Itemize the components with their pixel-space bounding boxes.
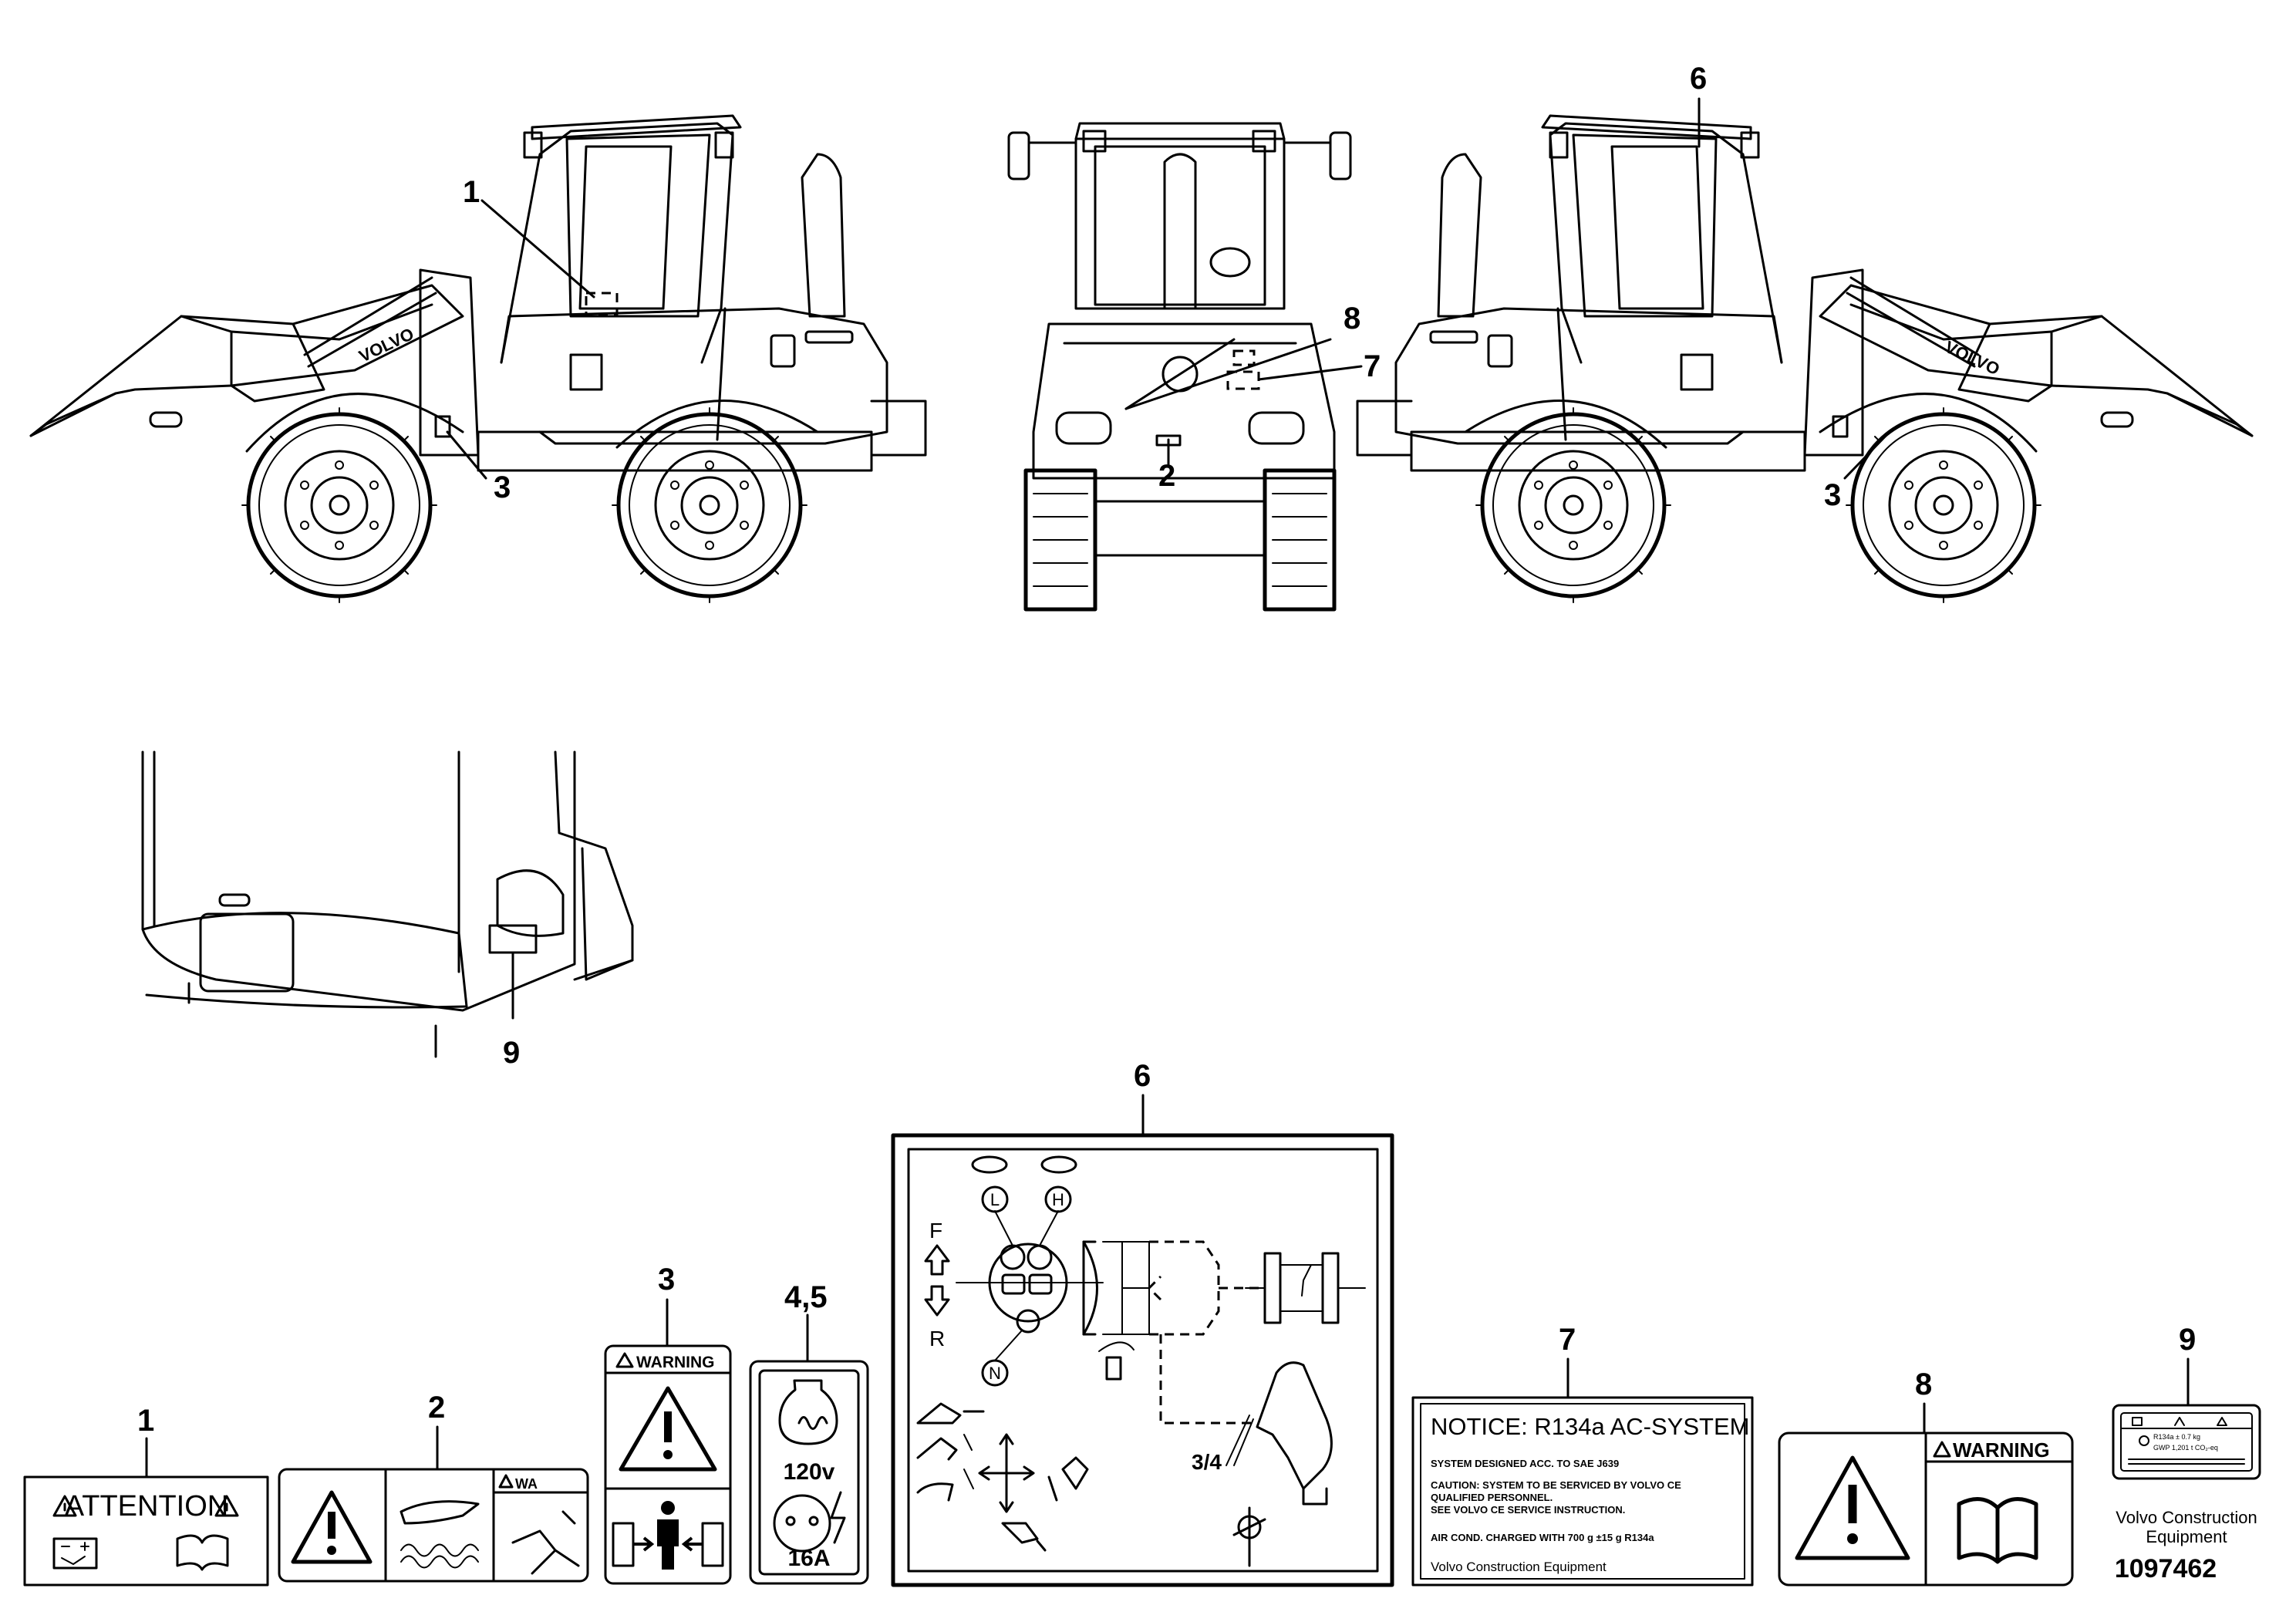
decal-3-header: WARNING bbox=[636, 1354, 715, 1371]
decal-8-header: WARNING bbox=[1953, 1438, 2050, 1462]
decal-1-title: ATTENTION bbox=[65, 1490, 229, 1523]
turtle-icon bbox=[971, 1155, 1008, 1174]
callout-9: 9 bbox=[503, 1036, 520, 1070]
decal-7-line-1: SYSTEM DESIGNED ACC. TO SAE J639 bbox=[1431, 1458, 1619, 1469]
decal-1-number: 1 bbox=[137, 1404, 154, 1438]
decal-7: 7 NOTICE: R134a AC-SYSTEM SYSTEM DESIGNE… bbox=[1411, 1323, 1754, 1587]
decal-7-line-4: SEE VOLVO CE SERVICE INSTRUCTION. bbox=[1431, 1504, 1625, 1516]
decal-9-line-2: GWP 1,201 t CO₂-eq bbox=[2153, 1444, 2218, 1452]
decal-3-number: 3 bbox=[658, 1263, 675, 1297]
manual-book-icon bbox=[1957, 1497, 2038, 1564]
warning-triangle-icon bbox=[619, 1386, 717, 1472]
reverse-label: R bbox=[929, 1327, 945, 1351]
high-label: H bbox=[1052, 1190, 1064, 1209]
decal-1: 1 ATTENTION bbox=[23, 1404, 269, 1587]
decal-7-footer: Volvo Construction Equipment bbox=[1431, 1560, 1607, 1574]
cab-detail-view bbox=[141, 750, 634, 1058]
decal-7-line-3: QUALIFIED PERSONNEL. bbox=[1431, 1492, 1553, 1503]
callout-2: 2 bbox=[1158, 459, 1175, 493]
decal-4-5: 4,5 120v 16A bbox=[749, 1280, 869, 1585]
decal-1-location bbox=[585, 292, 619, 316]
decal-6: 6 F R L H N bbox=[891, 1059, 1394, 1587]
lightning-icon bbox=[830, 1491, 846, 1544]
direction-cross-icon bbox=[978, 1433, 1035, 1513]
manual-book-icon bbox=[176, 1534, 229, 1571]
warning-triangle-icon bbox=[1795, 1455, 1910, 1560]
decal-8: 8 WARNING bbox=[1778, 1367, 2074, 1587]
callout-7: 7 bbox=[1364, 349, 1381, 383]
decal-7-location bbox=[1226, 370, 1260, 390]
decal-2-header: WA bbox=[515, 1476, 538, 1492]
footer-block: Volvo Construction Equipment 1097462 bbox=[2115, 1508, 2257, 1583]
rear-view bbox=[1007, 122, 1352, 612]
crush-icon bbox=[511, 1510, 580, 1575]
person-icon bbox=[661, 1501, 675, 1515]
decal-9-line-1: R134a ± 0.7 kg bbox=[2153, 1433, 2200, 1441]
lever-reference: 3/4 bbox=[1192, 1450, 1222, 1474]
decal-9: 9 R134a ± 0.7 kg GWP 1,201 t CO₂-eq bbox=[2112, 1323, 2261, 1480]
forward-label: F bbox=[929, 1219, 942, 1243]
side-view-right bbox=[1356, 114, 2254, 602]
warning-triangle-icon bbox=[291, 1490, 373, 1564]
socket-icon bbox=[773, 1494, 831, 1553]
decal-9-location bbox=[488, 924, 538, 954]
hand-icon bbox=[400, 1500, 480, 1525]
decal-6-number: 6 bbox=[1134, 1059, 1151, 1093]
decal-4-voltage: 120v bbox=[784, 1459, 835, 1485]
decal-7-number: 7 bbox=[1559, 1323, 1576, 1357]
callout-3-left: 3 bbox=[494, 470, 511, 504]
decal-2-number: 2 bbox=[428, 1391, 445, 1425]
decal-4-5-number: 4,5 bbox=[784, 1280, 828, 1314]
company-name-line-1: Volvo Construction bbox=[2116, 1508, 2257, 1527]
rabbit-icon bbox=[1040, 1155, 1077, 1174]
joystick-icon bbox=[1256, 1361, 1333, 1490]
top-callouts: 1 2 3 3 6 7 8 9 bbox=[446, 62, 1891, 1070]
company-name-line-2: Equipment bbox=[2146, 1527, 2227, 1546]
part-number: 1097462 bbox=[2115, 1554, 2217, 1583]
decal-8-number: 8 bbox=[1915, 1367, 1932, 1401]
low-label: L bbox=[990, 1190, 1000, 1209]
decal-5-amperage: 16A bbox=[787, 1546, 830, 1571]
decal-3: 3 WARNING bbox=[604, 1263, 732, 1585]
decal-2: 2 WA bbox=[278, 1391, 589, 1583]
battery-icon bbox=[52, 1537, 98, 1570]
decal-7-line-5: AIR COND. CHARGED WITH 700 g ±15 g R134a bbox=[1431, 1532, 1654, 1543]
neutral-label: N bbox=[989, 1364, 1001, 1383]
callout-6: 6 bbox=[1690, 62, 1707, 96]
decal-9-number: 9 bbox=[2179, 1323, 2196, 1357]
callout-3-right: 3 bbox=[1824, 478, 1841, 512]
decal-8-location bbox=[1232, 349, 1256, 366]
plug-icon bbox=[778, 1379, 838, 1445]
decal-7-line-2: CAUTION: SYSTEM TO BE SERVICED BY VOLVO … bbox=[1431, 1479, 1681, 1491]
callout-8: 8 bbox=[1344, 302, 1360, 336]
decal-3-location bbox=[434, 415, 451, 438]
decal-9-icons bbox=[2174, 1417, 2227, 1426]
decal-7-title: NOTICE: R134a AC-SYSTEM bbox=[1431, 1413, 1749, 1440]
callout-1: 1 bbox=[463, 175, 480, 209]
